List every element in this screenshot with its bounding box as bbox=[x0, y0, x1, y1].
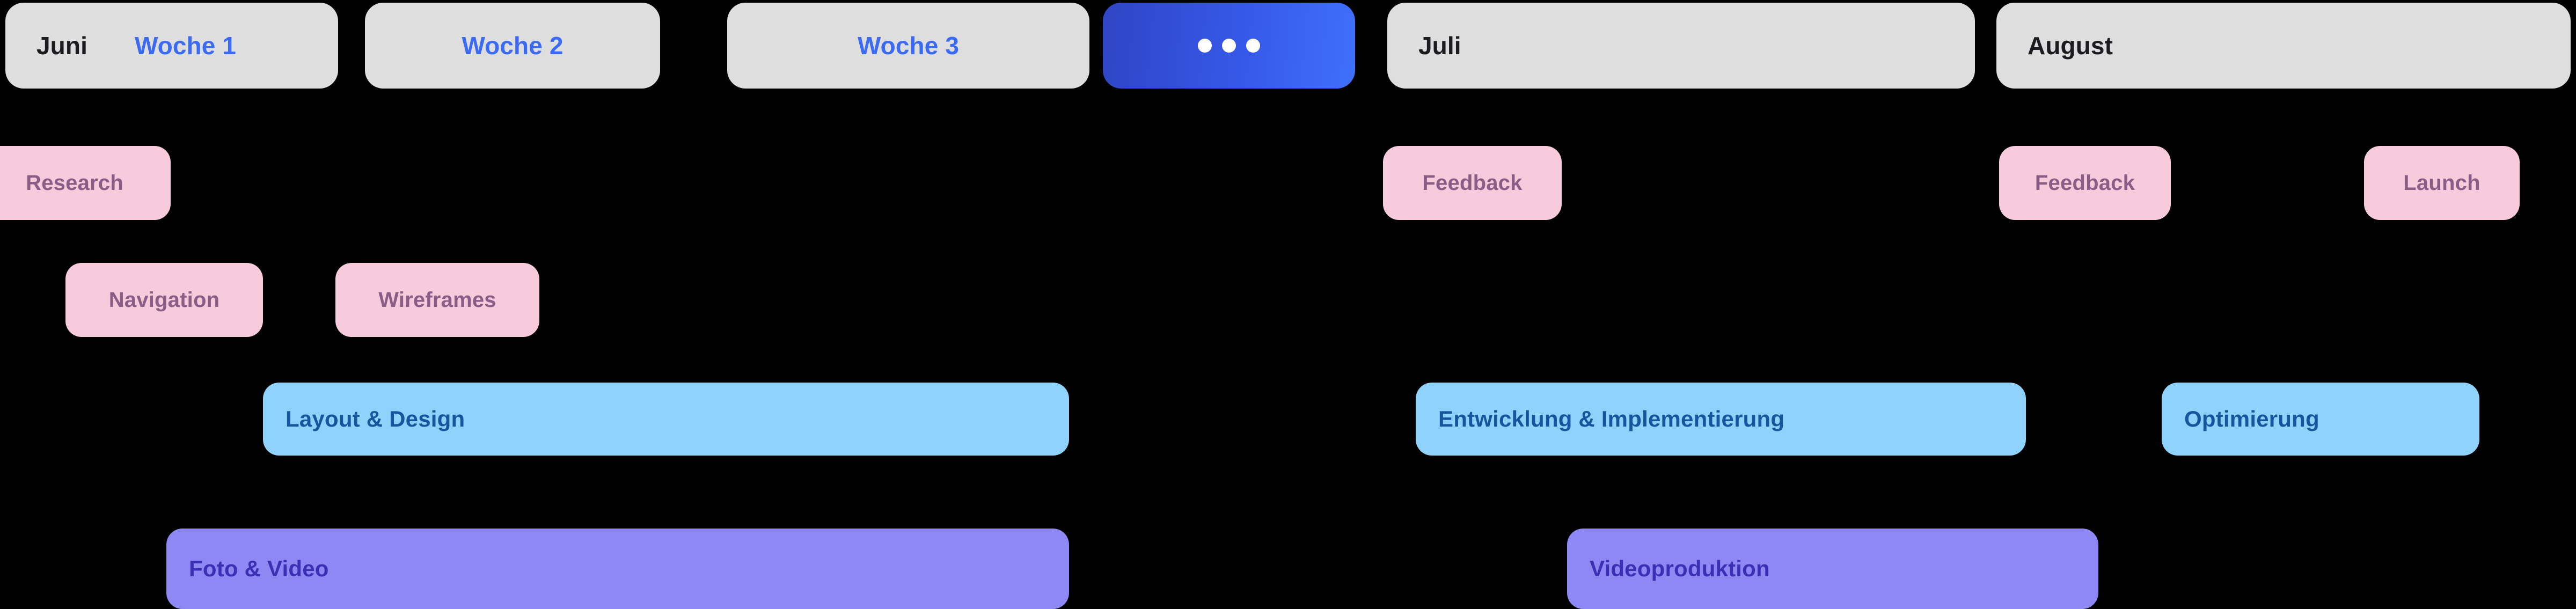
timeline-task-bar[interactable]: Launch bbox=[2364, 146, 2520, 220]
timeline-task-label: Research bbox=[26, 171, 123, 195]
timeline-task-bar[interactable]: Videoproduktion bbox=[1567, 529, 2098, 609]
timeline-task-bar[interactable]: Layout & Design bbox=[263, 383, 1069, 456]
timeline-task-label: Feedback bbox=[2035, 171, 2135, 195]
header-month-label: Juni bbox=[36, 32, 87, 60]
timeline-task-label: Videoproduktion bbox=[1590, 556, 1770, 581]
timeline-task-bar[interactable]: Feedback bbox=[1999, 146, 2171, 220]
timeline-task-bar[interactable]: Entwicklung & Implementierung bbox=[1416, 383, 2026, 456]
timeline-task-label: Wireframes bbox=[378, 288, 496, 312]
timeline-task-bar[interactable]: Navigation bbox=[65, 263, 263, 337]
timeline-task-bar[interactable]: Wireframes bbox=[335, 263, 539, 337]
timeline-task-label: Navigation bbox=[108, 288, 220, 312]
header-month-label: Juli bbox=[1418, 32, 1461, 60]
timeline-task-label: Feedback bbox=[1422, 171, 1523, 195]
header-week-label: Woche 3 bbox=[857, 32, 959, 60]
timeline-task-bar[interactable]: Optimierung bbox=[2162, 383, 2479, 456]
header-week-label: Woche 1 bbox=[134, 32, 236, 60]
timeline-task-label: Layout & Design bbox=[286, 406, 465, 431]
header-month-label: August bbox=[2028, 32, 2113, 60]
header-week-label: Woche 2 bbox=[462, 32, 564, 60]
timeline-task-bar[interactable]: Research bbox=[0, 146, 171, 220]
timeline-task-label: Entwicklung & Implementierung bbox=[1438, 406, 1785, 431]
timeline-task-label: Foto & Video bbox=[189, 556, 329, 581]
timeline-header-cell-august[interactable]: August bbox=[1996, 3, 2571, 89]
timeline-header-cell-more[interactable] bbox=[1103, 3, 1355, 89]
timeline-task-bar[interactable]: Foto & Video bbox=[166, 529, 1069, 609]
timeline-task-bar[interactable]: Feedback bbox=[1383, 146, 1562, 220]
timeline-header-cell-woche-2[interactable]: Woche 2 bbox=[365, 3, 660, 89]
ellipsis-horizontal-icon bbox=[1198, 39, 1260, 53]
timeline-header-cell-woche-3[interactable]: Woche 3 bbox=[727, 3, 1089, 89]
timeline-header-cell-juli[interactable]: Juli bbox=[1387, 3, 1975, 89]
timeline-task-label: Launch bbox=[2403, 171, 2480, 195]
timeline-header-cell-juni[interactable]: Juni Woche 1 bbox=[5, 3, 338, 89]
timeline-task-label: Optimierung bbox=[2184, 406, 2319, 431]
